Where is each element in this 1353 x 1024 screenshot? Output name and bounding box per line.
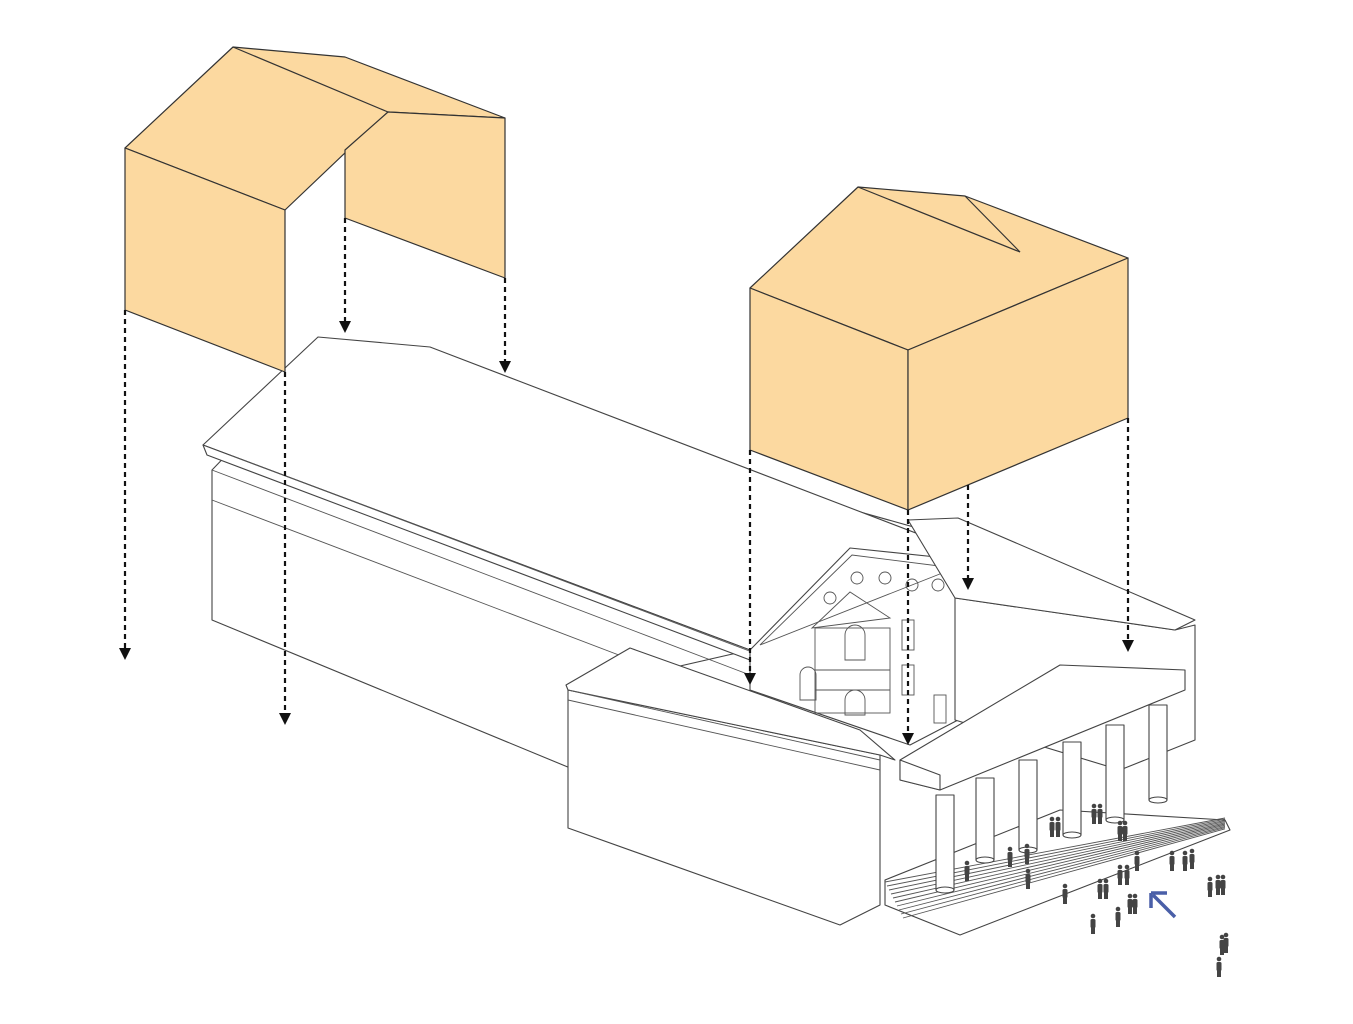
person-icon: [1215, 874, 1221, 895]
orange-volume-right: [749, 186, 1129, 511]
down-arrow: [902, 510, 914, 745]
person-icon: [1220, 874, 1226, 895]
person-icon: [1097, 878, 1103, 899]
orange-volume-left: [124, 46, 506, 373]
person-icon: [1091, 803, 1097, 824]
column: [1148, 704, 1168, 804]
entrance-arrow-icon: [1149, 891, 1177, 919]
person-icon: [1207, 876, 1213, 897]
person-icon: [1103, 878, 1109, 899]
down-arrow: [119, 310, 131, 660]
people-group: [964, 803, 1229, 977]
person-icon: [1115, 906, 1121, 927]
front-block: [565, 647, 896, 926]
person-icon: [1007, 846, 1013, 867]
person-icon: [964, 860, 970, 881]
column: [1062, 741, 1082, 839]
person-icon: [1182, 850, 1188, 871]
column: [975, 777, 995, 864]
person-icon: [1134, 850, 1140, 871]
column: [1018, 759, 1038, 854]
person-icon: [1025, 868, 1031, 889]
person-icon: [1117, 820, 1123, 841]
down-arrow: [1122, 418, 1134, 652]
placement-arrows: [119, 218, 1134, 745]
person-icon: [1097, 803, 1103, 824]
person-icon: [1090, 913, 1096, 934]
person-icon: [1132, 893, 1138, 914]
person-icon: [1049, 816, 1055, 837]
down-arrow: [962, 485, 974, 590]
person-icon: [1055, 816, 1061, 837]
down-arrow: [279, 372, 291, 725]
person-icon: [1169, 850, 1175, 871]
person-icon: [1219, 934, 1225, 955]
column: [1105, 724, 1125, 824]
main-hall-building: [202, 336, 969, 771]
person-icon: [1122, 820, 1128, 841]
portico: [884, 664, 1231, 936]
person-icon: [1189, 848, 1195, 869]
person-icon: [1127, 893, 1133, 914]
down-arrow: [339, 218, 351, 333]
down-arrow: [744, 450, 756, 685]
person-icon: [1124, 864, 1130, 885]
column: [935, 794, 955, 894]
person-icon: [1117, 864, 1123, 885]
down-arrow: [499, 278, 511, 373]
person-icon: [1216, 956, 1222, 977]
person-icon: [1062, 883, 1068, 904]
person-icon: [1223, 932, 1229, 953]
person-icon: [1024, 843, 1030, 864]
